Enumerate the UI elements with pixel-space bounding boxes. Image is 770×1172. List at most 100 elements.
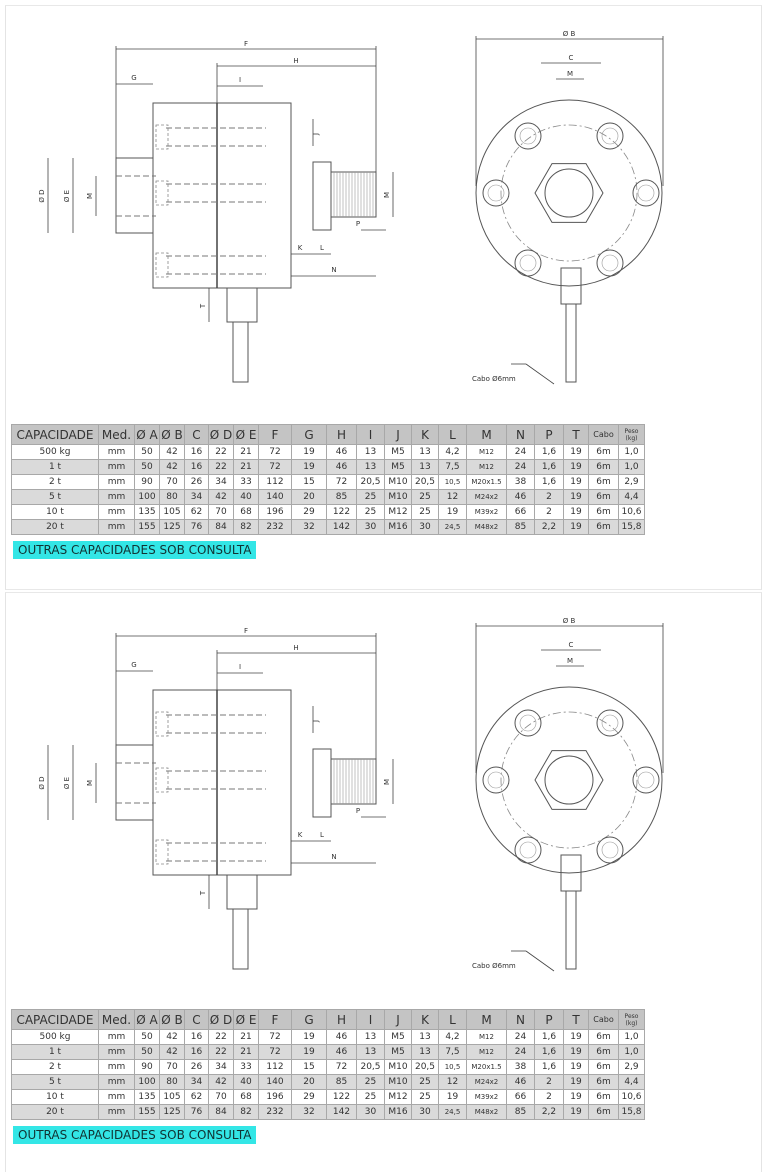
column-header: Ø D [208,424,234,445]
bolt-hole [632,179,660,207]
column-header: T [563,424,589,445]
dim-label-p: P [356,807,360,815]
column-header: N [506,1009,535,1030]
table-cell: mm [98,1089,135,1105]
table-cell: 72 [326,474,357,490]
table-cell: 34 [208,1059,234,1075]
stud-thread-front [544,755,594,805]
table-cell: 2 t [11,1059,99,1075]
table-cell: 33 [233,474,259,490]
flange-outline [475,686,663,874]
table-cell: 84 [208,1104,234,1120]
table-cell: M5 [384,1044,412,1060]
dim-label-k: K [298,831,303,839]
table-cell: 24 [506,1044,535,1060]
dim-label-e: Ø E [63,190,71,202]
cable-front [565,303,577,383]
table-cell: M12 [384,504,412,520]
column-header: T [563,1009,589,1030]
table-cell: M12 [466,1029,507,1045]
table-cell: 46 [326,1029,357,1045]
dim-label-c: C [569,641,574,649]
stud-thread-front [544,168,594,218]
table-cell: 30 [356,1104,385,1120]
dim-label-l: L [320,831,324,839]
dim-label-b: Ø B [563,617,576,625]
table-cell: 90 [134,1059,160,1075]
table-cell: 72 [258,444,292,460]
table-cell: 125 [159,1104,185,1120]
table-cell: 21 [233,1044,259,1060]
dim-label-m: M [567,70,573,78]
column-header: J [384,424,412,445]
table-cell: 142 [326,519,357,535]
table-cell: M10 [384,474,412,490]
table-cell: mm [98,1044,135,1060]
column-header: F [258,424,292,445]
table-cell: 16 [184,1029,209,1045]
table-cell: M24x2 [466,1074,507,1090]
table-cell: 6m [588,1104,619,1120]
table-cell: mm [98,1029,135,1045]
table-cell: M16 [384,1104,412,1120]
table-cell: 72 [258,1044,292,1060]
table-cell: 1,0 [618,444,645,460]
table-cell: 40 [233,1074,259,1090]
table-cell: 155 [134,519,160,535]
cable-gland [226,287,258,323]
table-cell: 19 [563,489,589,505]
column-header: K [411,424,439,445]
hex-nut [312,161,332,231]
table-cell: M16 [384,519,412,535]
table-cell: M12 [466,1044,507,1060]
threaded-stud [330,171,377,218]
table-cell: 1,0 [618,1044,645,1060]
table-cell: 19 [563,1074,589,1090]
dim-label-g: G [131,74,136,82]
table-cell: 7,5 [438,459,467,475]
load-cell-body [152,102,292,289]
table-cell: 2,9 [618,1059,645,1075]
table-cell: 66 [506,504,535,520]
column-header: I [356,1009,385,1030]
table-cell: 34 [208,474,234,490]
table-cell: 76 [184,519,209,535]
table-cell: 42 [159,459,185,475]
table-cell: 19 [563,459,589,475]
table-cell: 13 [356,444,385,460]
table-cell: 42 [159,1029,185,1045]
table-cell: 26 [184,474,209,490]
bolt-hole [514,122,542,150]
bolt-hole [596,836,624,864]
bolt-hole-inner [637,771,655,789]
table-cell: 19 [291,444,327,460]
table-cell: 30 [356,519,385,535]
bolt-head [155,252,169,278]
bolt-hole-inner [601,841,619,859]
table-cell: 2 [534,1074,564,1090]
table-cell: 19 [563,1044,589,1060]
table-cell: 46 [326,1044,357,1060]
column-header: Ø E [233,424,259,445]
table-cell: 13 [356,1029,385,1045]
table-cell: 84 [208,519,234,535]
table-cell: 19 [563,474,589,490]
table-cell: 19 [291,1044,327,1060]
dim-label-n: N [331,266,336,274]
table-cell: 19 [438,1089,467,1105]
table-cell: 76 [184,1104,209,1120]
table-cell: 70 [159,1059,185,1075]
table-cell: 62 [184,1089,209,1105]
table-cell: 68 [233,1089,259,1105]
table-cell: 1,6 [534,1029,564,1045]
table-cell: 85 [326,489,357,505]
table-cell: 29 [291,504,327,520]
bolt-head [155,180,169,206]
table-cell: 19 [563,1104,589,1120]
table-cell: 112 [258,1059,292,1075]
cable [232,321,249,383]
table-cell: 15 [291,1059,327,1075]
